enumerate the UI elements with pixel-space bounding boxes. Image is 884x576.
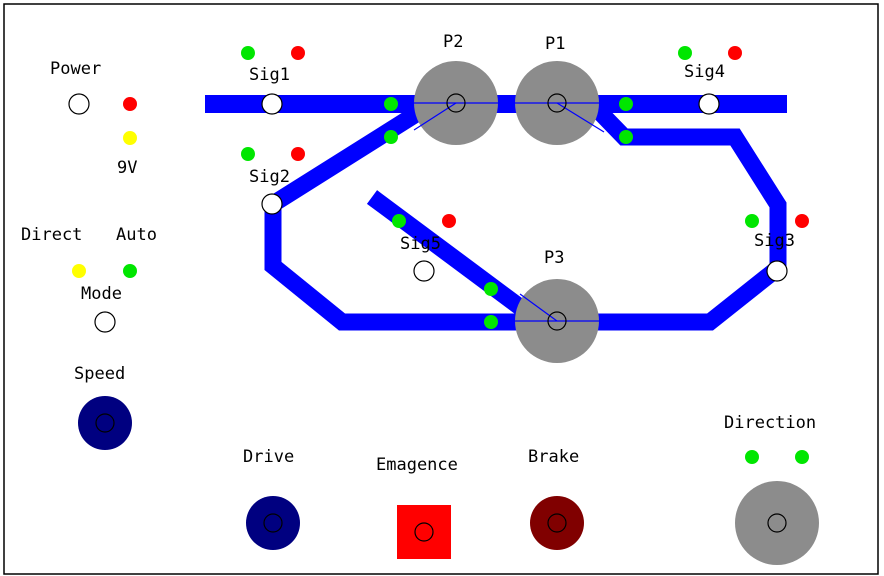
sig3-button[interactable] [766,260,788,282]
sig2-button[interactable] [261,193,283,215]
sig2-green-lamp [241,147,255,161]
sig5-button[interactable] [413,260,435,282]
emergency-button[interactable] [397,505,451,559]
sig1-button[interactable] [261,93,283,115]
direction-lamp-right [795,450,809,464]
point-p3-switch[interactable] [547,311,567,331]
mode-button[interactable] [94,311,116,333]
sig1-label: Sig1 [249,65,290,85]
drive-section: Drive [243,447,300,550]
point-p3-label: P3 [544,248,564,268]
signal-sig3: Sig3 [745,214,809,282]
mode-section: Direct Auto Mode [21,225,157,333]
voltage-label: 9V [117,158,137,178]
direction-label: Direction [724,413,816,433]
point-p1-label: P1 [545,34,565,54]
speed-knob-center [95,413,115,433]
sig2-label: Sig2 [249,167,290,187]
point-p3[interactable]: P3 [515,248,599,363]
track-lamp [619,130,633,144]
direct-lamp [72,264,86,278]
direction-section: Direction [724,413,819,565]
signal-sig5: Sig5 [392,214,456,282]
drive-label: Drive [243,447,294,467]
signal-sig4: Sig4 [678,46,742,115]
sig5-green-lamp [392,214,406,228]
power-section: Power 9V [50,59,137,178]
direction-lamp-left [745,450,759,464]
auto-lamp [123,264,137,278]
track-left-loop [264,96,560,331]
brake-section: Brake [528,447,584,550]
emergency-section: Emagence [376,455,458,559]
power-lamp [123,97,137,111]
drive-knob-center [263,513,283,533]
direction-knob-center [767,513,787,533]
track-lamp [384,130,398,144]
power-button[interactable] [68,93,90,115]
sig4-red-lamp [728,46,742,60]
track-lamp [484,315,498,329]
sig5-red-lamp [442,214,456,228]
sig1-red-lamp [291,46,305,60]
sig3-green-lamp [745,214,759,228]
direct-label: Direct [21,225,82,245]
sig3-red-lamp [795,214,809,228]
sig4-label: Sig4 [684,62,725,82]
sig2-red-lamp [291,147,305,161]
brake-button[interactable] [530,496,584,550]
brake-button-center [547,513,567,533]
power-label: Power [50,59,101,79]
emergency-label: Emagence [376,455,458,475]
point-p1-switch[interactable] [547,93,567,113]
mode-label: Mode [81,284,122,304]
point-p2[interactable]: P2 [413,32,498,145]
track-lamp [619,97,633,111]
direction-knob[interactable] [735,481,819,565]
speed-section: Speed [74,364,132,450]
drive-knob[interactable] [246,496,300,550]
voltage-lamp [123,131,137,145]
signal-sig1: Sig1 [241,46,305,115]
sig4-green-lamp [678,46,692,60]
sig1-green-lamp [241,46,255,60]
track-indicator-lamps [384,97,633,329]
track-lamp [484,282,498,296]
point-p1[interactable]: P1 [515,34,605,145]
point-p3-route-branch [519,293,558,322]
speed-knob[interactable] [78,396,132,450]
signal-sig2: Sig2 [241,147,305,215]
point-p2-switch[interactable] [446,93,466,113]
sig4-button[interactable] [698,93,720,115]
point-p2-route-branch [413,102,457,131]
point-p2-label: P2 [443,32,463,52]
sig5-label: Sig5 [400,234,441,254]
speed-label: Speed [74,364,125,384]
brake-label: Brake [528,447,579,467]
track-lamp [384,97,398,111]
auto-label: Auto [116,225,157,245]
sig3-label: Sig3 [754,231,795,251]
emergency-button-center [414,522,434,542]
